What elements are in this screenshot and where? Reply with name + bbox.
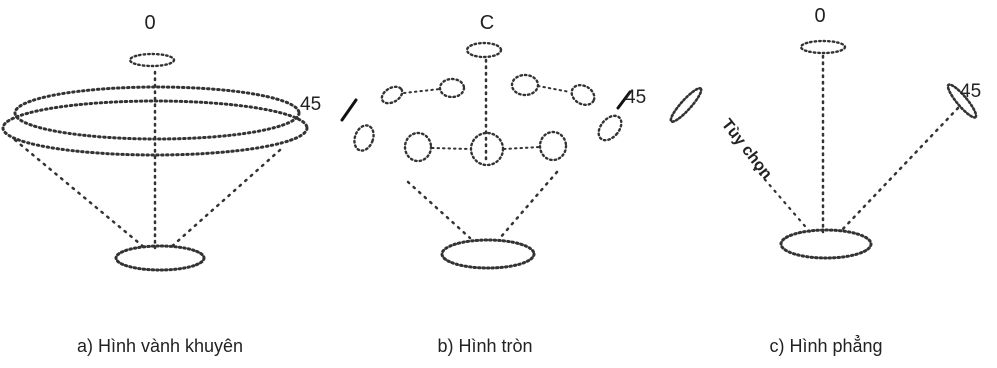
- panel-flat: 0 Tùy chọn 45 c) Hình phẳng: [669, 5, 981, 356]
- panel-circle: C 45 b) Hình tròn: [340, 12, 646, 356]
- spray-circle: [538, 130, 568, 162]
- spray-circle: [597, 114, 623, 142]
- spray-circle: [438, 77, 466, 99]
- top-angle-label: 0: [814, 5, 825, 27]
- top-nozzle: [128, 52, 176, 68]
- left-spray-line: [406, 180, 472, 240]
- angle-label: 45: [960, 81, 981, 102]
- caption-circle: b) Hình tròn: [437, 336, 532, 356]
- outer-ring-lower: [1, 99, 309, 157]
- top-angle-label: 0: [144, 12, 155, 34]
- lower-row-line: [503, 146, 541, 150]
- top-nozzle: [799, 39, 847, 55]
- angle-label: 45: [300, 94, 321, 115]
- base-nozzle: [779, 228, 873, 260]
- angled-flat-nozzle: [946, 83, 978, 119]
- optional-label: Tùy chọn: [718, 116, 775, 183]
- base-nozzle: [440, 238, 536, 270]
- right-spray-line: [168, 148, 282, 250]
- edge-dash: [340, 98, 358, 122]
- caption-flat: c) Hình phẳng: [769, 335, 882, 356]
- outer-ring-upper: [13, 85, 301, 141]
- spray-circle: [353, 124, 375, 152]
- caption-ring: a) Hình vành khuyên: [77, 336, 243, 356]
- upper-row-line: [403, 88, 441, 94]
- spray-circle: [510, 73, 540, 97]
- left-spray-line: [13, 138, 147, 250]
- upper-row-line: [537, 85, 571, 93]
- left-spray-line: [753, 166, 812, 234]
- spray-circle: [403, 131, 433, 163]
- lower-row-line: [431, 147, 471, 150]
- edge-dash: [616, 90, 632, 110]
- top-nozzle: [465, 41, 503, 59]
- optional-flat-nozzle: [669, 87, 703, 123]
- spray-circle: [570, 83, 596, 107]
- top-angle-label: C: [480, 12, 494, 34]
- base-nozzle: [114, 244, 206, 272]
- right-spray-line: [838, 106, 960, 234]
- panel-ring: 0 45 a) Hình vành khuyên: [1, 12, 321, 356]
- spray-circle: [380, 85, 404, 105]
- right-spray-line: [498, 170, 559, 240]
- angle-label: 45: [625, 87, 646, 108]
